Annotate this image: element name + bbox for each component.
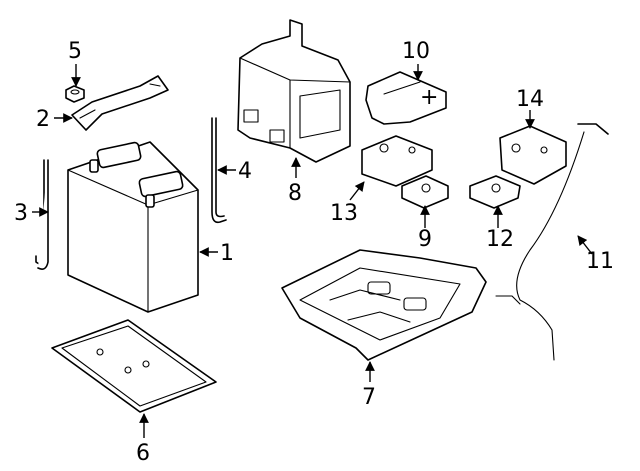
positive-terminal-part[interactable] bbox=[361, 135, 433, 187]
leader-13 bbox=[349, 181, 365, 201]
callout-9: 9 bbox=[418, 227, 432, 252]
hold-down-clamp-part[interactable] bbox=[71, 75, 169, 131]
callout-2: 2 bbox=[36, 107, 50, 132]
callout-6: 6 bbox=[136, 441, 150, 466]
callout-14: 14 bbox=[516, 87, 544, 112]
terminal-clamp-12-part[interactable] bbox=[469, 175, 521, 209]
battery-support-part[interactable] bbox=[281, 249, 487, 361]
leader-11 bbox=[577, 235, 593, 255]
cover-plus-symbol: + bbox=[420, 85, 438, 110]
callout-5: 5 bbox=[68, 39, 82, 64]
callout-3: 3 bbox=[14, 201, 28, 226]
callout-numbers: 1 2 3 4 5 6 7 8 9 10 11 12 13 14 bbox=[14, 39, 614, 466]
j-bolt-left-part[interactable] bbox=[35, 159, 49, 270]
callout-12: 12 bbox=[486, 227, 514, 252]
negative-terminal-part[interactable] bbox=[499, 125, 567, 185]
battery-cable-part[interactable] bbox=[495, 123, 609, 361]
terminal-clamp-9-part[interactable] bbox=[401, 175, 449, 209]
battery-part[interactable] bbox=[67, 141, 199, 313]
terminal-cover-part[interactable]: + bbox=[365, 71, 447, 125]
callout-4: 4 bbox=[238, 159, 252, 184]
leader-lines bbox=[32, 64, 593, 438]
nut-part[interactable] bbox=[65, 85, 85, 103]
callout-13: 13 bbox=[330, 201, 358, 226]
callout-7: 7 bbox=[362, 385, 376, 410]
callout-8: 8 bbox=[288, 181, 302, 206]
callout-1: 1 bbox=[220, 241, 234, 266]
callout-10: 10 bbox=[402, 39, 430, 64]
battery-cover-part[interactable] bbox=[237, 19, 351, 163]
battery-tray-part[interactable] bbox=[51, 319, 217, 413]
callout-11: 11 bbox=[586, 249, 614, 274]
